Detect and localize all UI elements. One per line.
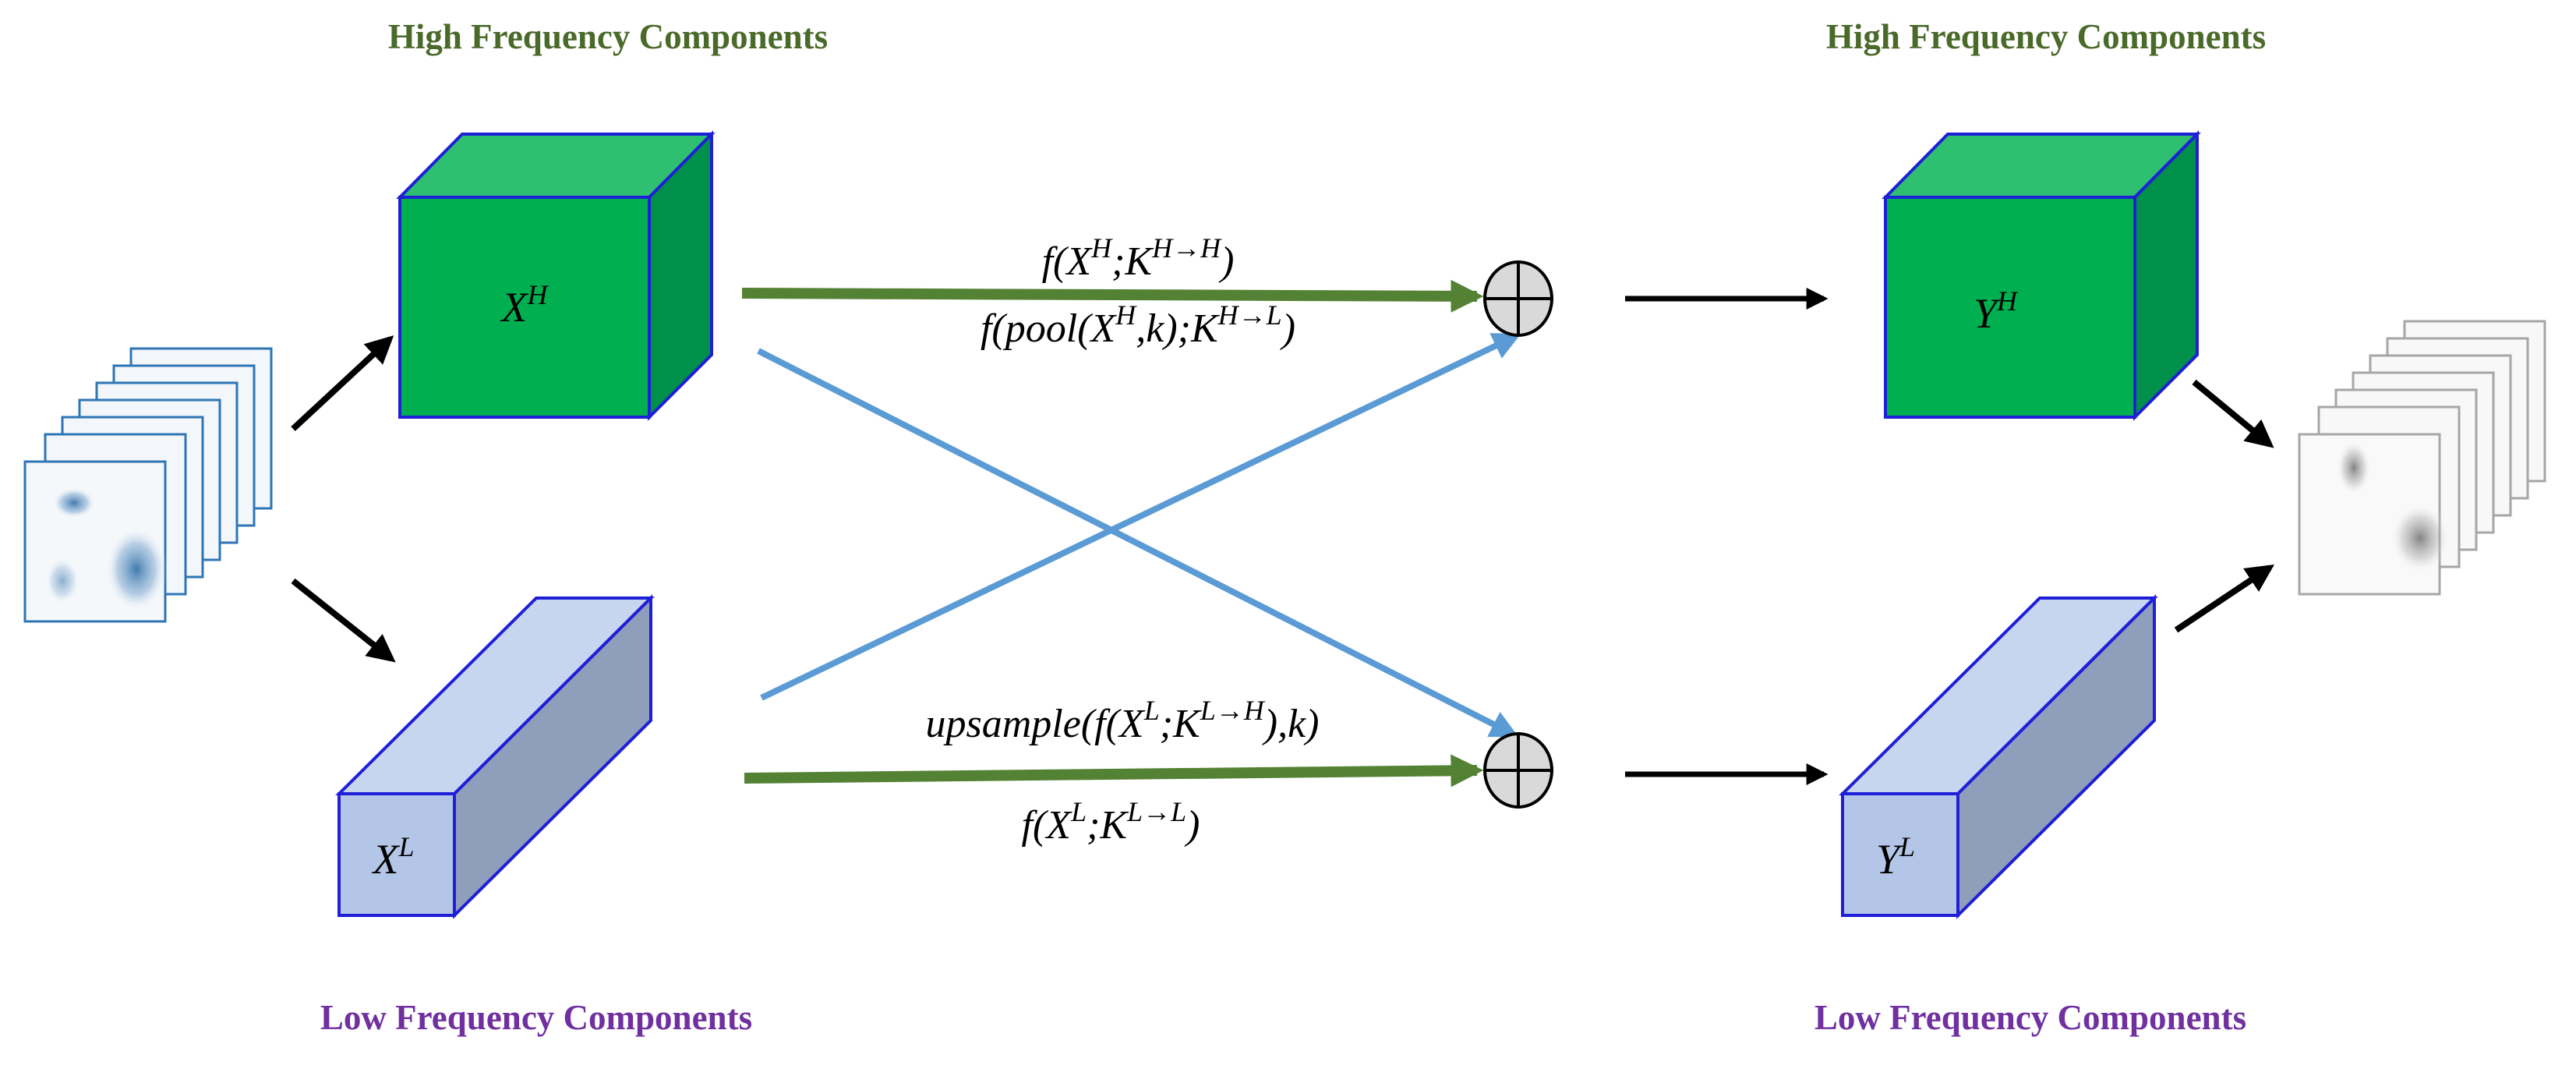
arrow-yl-to-output [2174,565,2274,633]
arrow-l-to-l [744,754,1484,788]
arrow-h-to-h [741,279,1484,313]
input-feature-stack-icon [23,347,273,623]
label-l-to-h: upsample(f(XL;KL→H),k) [926,695,1320,746]
xl-cuboid-front [337,792,456,917]
label-h-to-l: f(pool(XH,k);KH→L) [981,299,1295,351]
xh-cube-front [398,196,651,419]
heading-low-right: Low Frequency Components [1815,998,2246,1037]
heading-high-left: High Frequency Components [388,17,828,56]
xl-label: XL [371,831,414,883]
output-map-front [2298,433,2450,596]
output-feature-stack-icon [2298,320,2546,596]
heading-low-left: Low Frequency Components [320,998,752,1037]
yh-cube: YH [1882,130,2201,421]
label-h-to-h: f(XH;KH→H) [1042,232,1235,284]
label-l-to-l: f(XL;KL→L) [1022,796,1200,848]
yh-label: YH [1974,285,2019,337]
xh-label: XH [500,279,549,331]
input-map-front [23,460,168,623]
yl-label: YL [1876,831,1915,883]
heading-high-right: High Frequency Components [1826,17,2266,56]
arrow-l-to-h [760,333,1521,701]
arrow-input-to-xl [291,578,396,663]
yl-cuboid-front [1841,792,1959,917]
arrow-input-to-xh [291,335,394,431]
adder-bottom-icon [1483,732,1553,809]
adder-top-icon [1483,260,1553,337]
arrow-yh-to-output [2192,379,2274,448]
yl-cuboid: YL [1839,594,2158,919]
arrow-h-to-l [757,348,1519,738]
yh-cube-front [1884,196,2136,419]
xh-cube: XH [396,130,716,421]
xl-cuboid: XL [335,594,655,919]
